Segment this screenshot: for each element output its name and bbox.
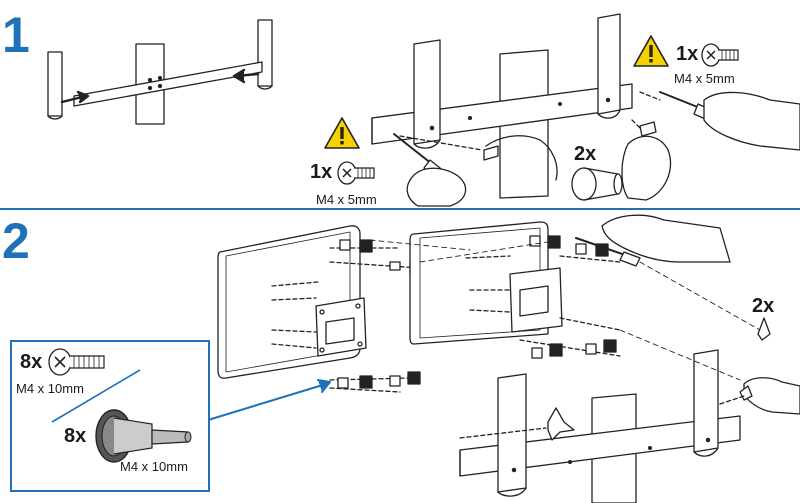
step1-screw-quantity: 1x — [310, 161, 333, 183]
inset-knob-quantity: 8x — [64, 425, 87, 447]
slide-arrow-right — [232, 68, 260, 84]
screw-icon — [48, 348, 105, 376]
warning-icon — [633, 35, 669, 67]
screw-icon — [337, 161, 375, 185]
step-divider — [0, 208, 800, 210]
step1-knob-quantity: 2x — [574, 143, 597, 165]
inset-knob-spec: M4 x 10mm — [120, 459, 188, 474]
screw-icon — [701, 43, 739, 67]
slide-arrow-left — [60, 90, 90, 104]
inset-screw-spec: M4 x 10mm — [16, 381, 84, 396]
step-1-number: 1 — [2, 7, 30, 63]
step2-hand-top — [575, 214, 731, 267]
step-2-number: 2 — [2, 213, 30, 269]
step1-screw-quantity: 1x — [676, 43, 699, 65]
tri-knob-icon — [757, 317, 771, 341]
inset-screw-quantity: 8x — [20, 351, 43, 373]
step2-triknob-quantity: 2x — [752, 295, 775, 317]
hardware-inset: 8x M4 x 10mm 8x M4 x 10mm — [10, 340, 210, 492]
step1-screw-spec: M4 x 5mm — [316, 192, 377, 207]
thumb-knob-icon — [95, 409, 192, 463]
inset-divider-line — [51, 369, 141, 423]
step1-main-diagram — [371, 13, 800, 207]
step2-stand — [369, 239, 800, 503]
inset-pointer-arrow — [207, 379, 331, 421]
warning-icon — [324, 117, 360, 149]
step1-overview-diagram — [47, 19, 273, 125]
step2-monitor-left — [217, 225, 423, 393]
step1-screw-spec: M4 x 5mm — [674, 71, 735, 86]
thumb-knob-large — [571, 167, 623, 201]
